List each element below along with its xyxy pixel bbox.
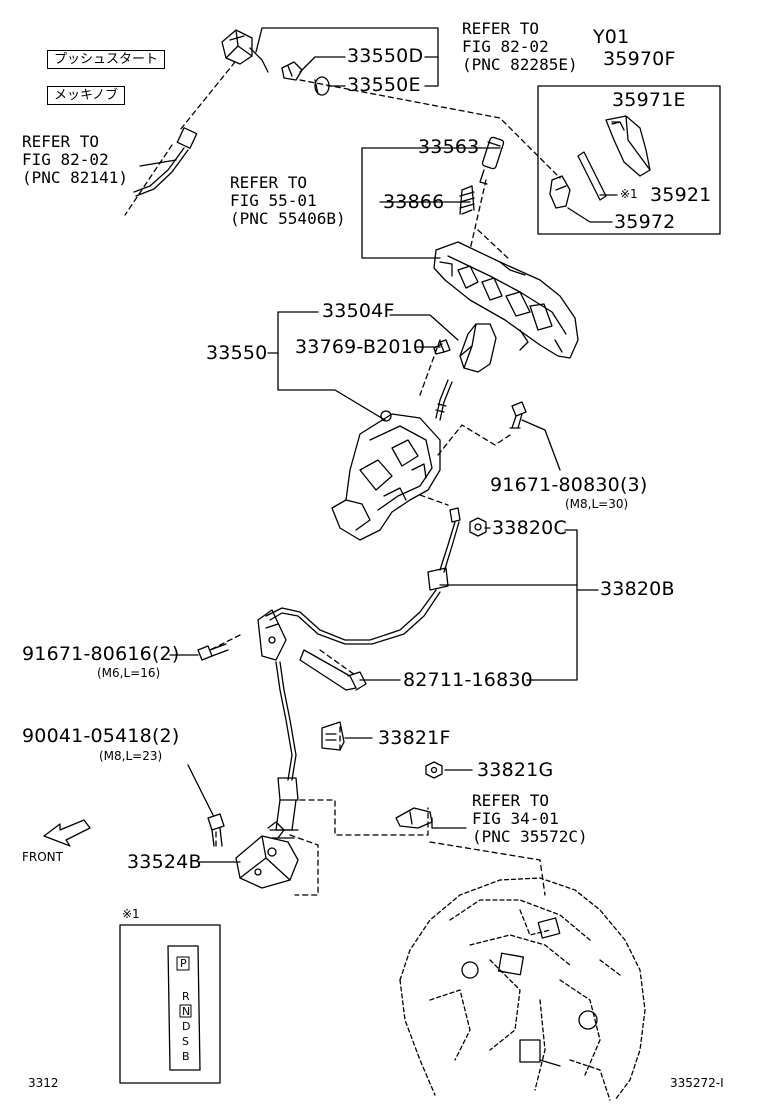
cap-33550e [314,76,330,96]
shift-lever-shaft [435,379,453,421]
part-number-33550e: 33550E [347,74,421,96]
part-number-33821g: 33821G [477,759,554,781]
push-start-label: プッシュスタート [47,50,166,69]
part-number-33524b: 33524B [127,851,202,873]
gate-position-d: D [182,1020,191,1033]
cable-bracket [395,807,433,829]
option-code-y01: Y01 [593,26,630,48]
part-number-33504f: 33504F [322,300,395,322]
gate-position-r: R [182,990,190,1003]
transmission-details [461,917,598,1067]
shift-lever-assembly-33550 [331,410,441,541]
gate-position-p: P [180,957,187,970]
clip-33550d [281,61,303,81]
part-number-91671-80830: 91671-80830(3) [490,474,648,496]
part-number-33550d: 33550D [347,45,424,67]
part-number-33821f: 33821F [378,727,451,749]
dashed-guides [124,61,561,896]
figure-code: 335272-I [670,1076,724,1090]
clamp-82711 [299,649,367,691]
shift-panel-housing [433,241,579,359]
gate-position-s: S [182,1035,189,1048]
y01-option-box [537,85,721,235]
transmission-case [399,877,646,1101]
part-number-33820c: 33820C [492,517,567,539]
part-number-33550: 33550 [206,342,268,364]
reference-note-82285e: REFER TO FIG 82-02 (PNC 82285E) [462,19,578,74]
part-number-35971e: 35971E [612,89,686,111]
knob-insert-33563 [479,136,505,185]
bolt-91671-80616 [197,643,229,661]
bolt-91671-80830 [509,401,527,429]
part-number-90041-05418: 90041-05418(2) [22,725,180,747]
indicator-plate-35921 [577,151,607,201]
reference-note-35572c: REFER TO FIG 34-01 (PNC 35572C) [472,791,588,846]
part-number-91671-80616: 91671-80616(2) [22,643,180,665]
spec-m6-l16: (M6,L=16) [97,666,161,680]
inset-note-box [119,924,221,1084]
part-number-33769-b2010: 33769-B2010 [295,336,426,358]
plated-knob-label: メッキノブ [47,86,126,105]
spec-m8-l23: (M8,L=23) [99,749,163,763]
part-number-33563: 33563 [418,136,480,158]
reference-note-55406b: REFER TO FIG 55-01 (PNC 55406B) [230,173,346,228]
clip-33821f [321,721,345,751]
shift-gate-indicator [167,945,201,1071]
screw-33769 [433,339,451,355]
nut-33820c [469,517,487,537]
spring-33866 [459,185,475,215]
nut-33821g [425,761,443,779]
reference-note-82141: REFER TO FIG 82-02 (PNC 82141) [22,132,128,187]
part-number-33820b: 33820B [600,578,675,600]
bracket-33524b [235,821,299,889]
note-mark-1: ※1 [620,187,638,201]
part-number-35921: 35921 [650,184,712,206]
switch-35972 [549,175,571,209]
inset-note-mark: ※1 [122,907,140,921]
part-number-82711-16830: 82711-16830 [403,669,533,691]
knob-button-35971e [605,115,651,177]
cable-end-connector [221,29,269,73]
shift-cable-33820b [257,507,461,839]
shift-knob-33504f [459,323,497,373]
part-number-33866: 33866 [383,191,445,213]
part-number-35970f: 35970F [603,48,676,70]
front-arrow-icon [43,819,91,847]
part-number-35972: 35972 [614,211,676,233]
page-code: 3312 [28,1076,59,1090]
front-label: FRONT [22,850,63,864]
bolt-90041 [207,813,225,847]
spec-m8-l30: (M8,L=30) [565,497,629,511]
push-start-cable [133,127,198,197]
gate-position-b: B [182,1050,190,1063]
gate-position-n: N [182,1005,191,1018]
